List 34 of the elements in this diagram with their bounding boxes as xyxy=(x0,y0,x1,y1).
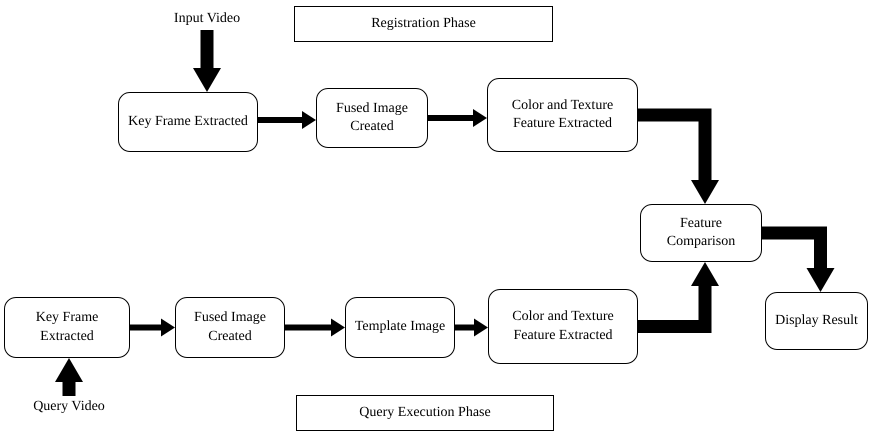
process-box xyxy=(316,88,428,148)
phase-label-box xyxy=(294,6,553,42)
arrow xyxy=(285,318,345,336)
process-box xyxy=(640,204,762,262)
phase-label-box xyxy=(296,395,554,431)
node-text: Fused Image Created xyxy=(335,100,409,136)
process-box xyxy=(175,297,285,358)
arrow xyxy=(638,262,719,333)
arrow xyxy=(130,318,175,336)
node-text: Query Execution Phase xyxy=(359,404,491,422)
arrow xyxy=(762,226,834,292)
node-text: Color and Texture Feature Extracted xyxy=(510,96,614,133)
arrow xyxy=(638,108,719,204)
process-box xyxy=(488,289,638,364)
arrow xyxy=(258,111,316,129)
node-text: Query Video xyxy=(33,398,105,416)
arrow xyxy=(455,318,488,336)
arrow xyxy=(193,30,221,92)
node-text: Display Result xyxy=(775,312,858,330)
process-box xyxy=(4,297,130,358)
process-box xyxy=(765,292,868,350)
arrow xyxy=(428,109,487,127)
process-box xyxy=(345,297,455,358)
node-text: Fused Image Created xyxy=(193,309,267,346)
node-text: Template Image xyxy=(354,318,446,336)
node-text: Feature Comparison xyxy=(666,214,736,251)
node-text: Input Video xyxy=(174,10,240,28)
node-text: Key Frame Extracted xyxy=(128,112,248,131)
node-text: Key Frame Extracted xyxy=(34,309,100,346)
node-text: Registration Phase xyxy=(371,14,476,33)
process-box xyxy=(487,78,638,152)
process-box xyxy=(118,92,258,152)
arrow xyxy=(55,358,83,396)
node-text: Color and Texture Feature Extracted xyxy=(511,308,615,344)
